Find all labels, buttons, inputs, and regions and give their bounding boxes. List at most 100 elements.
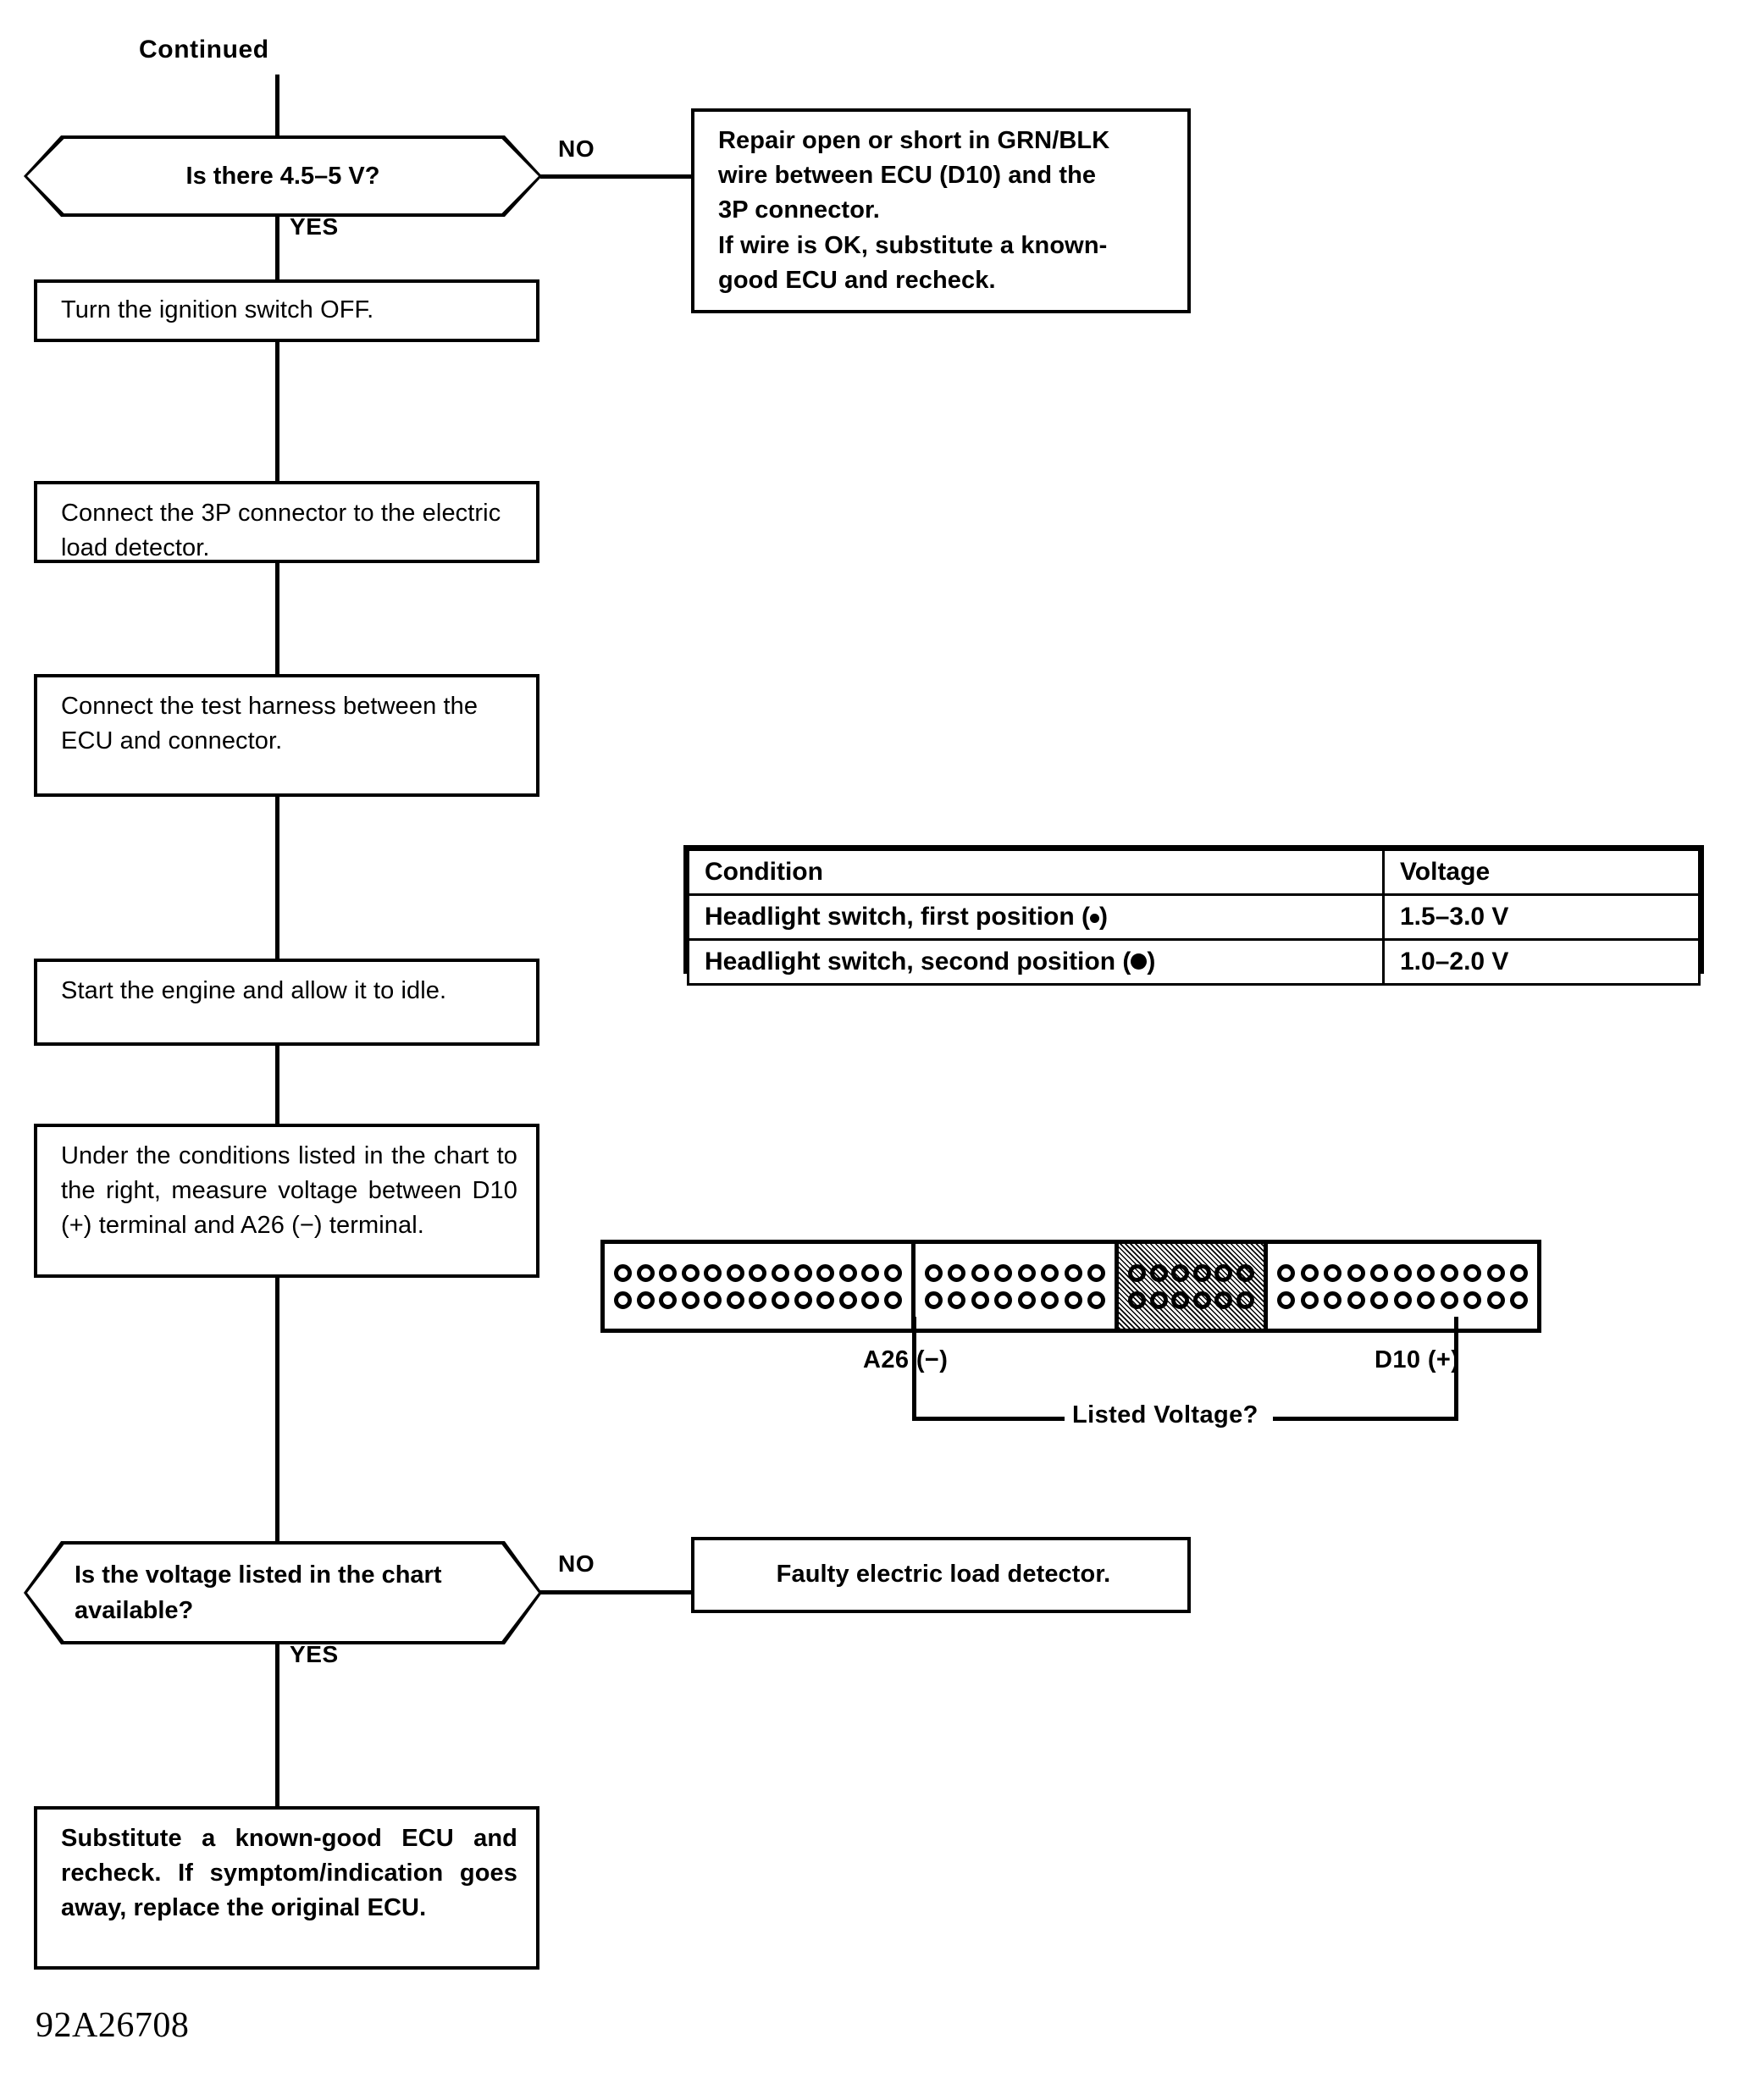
- connector-pin: [1064, 1263, 1082, 1282]
- connector-pin: [794, 1290, 812, 1309]
- connector-pin: [1486, 1263, 1505, 1282]
- connector-pin: [925, 1263, 943, 1282]
- d10-leader-line: [1454, 1317, 1458, 1383]
- connector-pin: [1192, 1290, 1211, 1309]
- decision-is-there-4-5-to-5v[interactable]: Is there 4.5–5 V?: [24, 135, 542, 217]
- connector-pin: [1440, 1290, 1458, 1309]
- connector-pin: [1370, 1290, 1388, 1309]
- connector-pin: [772, 1263, 790, 1282]
- step-connect-test-harness-box: Connect the test harness between the ECU…: [34, 674, 539, 797]
- voltage-condition-table: Condition Voltage Headlight switch, firs…: [683, 845, 1704, 986]
- connector-line-step3-to-step4: [275, 796, 279, 961]
- connector-pin: [838, 1290, 857, 1309]
- connector-pin: [1463, 1263, 1481, 1282]
- measure-bracket-right-horizontal: [1273, 1417, 1458, 1421]
- connector-pin: [994, 1263, 1013, 1282]
- decision2-yes-label: YES: [290, 1641, 339, 1667]
- table-header-voltage: Voltage: [1382, 848, 1701, 896]
- connector-pin: [681, 1290, 700, 1309]
- connector-pin: [704, 1290, 722, 1309]
- connector-pin: [1393, 1290, 1412, 1309]
- connector-pin: [971, 1290, 989, 1309]
- step-connect-test-harness-text: Connect the test harness between the ECU…: [61, 693, 479, 755]
- connector-pin: [749, 1263, 767, 1282]
- connector-pin: [1017, 1290, 1036, 1309]
- connector-pin: [1510, 1290, 1528, 1309]
- connector-pin: [1171, 1290, 1190, 1309]
- table-header-row: Condition Voltage: [687, 848, 1701, 896]
- step-turn-ignition-off-text: Turn the ignition switch OFF.: [61, 296, 374, 324]
- connector-pin-row: [1277, 1263, 1528, 1282]
- connector-line-decision1-to-step1: [275, 214, 279, 282]
- connector-pin: [883, 1263, 902, 1282]
- connector-pin: [861, 1263, 880, 1282]
- a26-leader-line: [912, 1317, 916, 1383]
- connector-pin: [1324, 1263, 1341, 1282]
- final-substitute-ecu-box: Substitute a known-good ECU and recheck.…: [34, 1806, 539, 1970]
- connector-pin: [1149, 1290, 1168, 1309]
- connector-pin: [636, 1290, 655, 1309]
- connector-pin: [948, 1263, 966, 1282]
- connector-pin: [925, 1290, 943, 1309]
- connector-line-continued-to-decision1: [275, 75, 279, 141]
- table-header-condition: Condition: [687, 848, 1385, 896]
- faulty-detector-action-box: Faulty electric load detector.: [691, 1537, 1191, 1613]
- connector-pin: [1440, 1263, 1458, 1282]
- connector-pin: [1277, 1290, 1295, 1309]
- table-row: Headlight switch, first position () 1.5–…: [687, 893, 1701, 941]
- connector-pin: [861, 1290, 880, 1309]
- connector-pin: [1417, 1290, 1435, 1309]
- step-turn-ignition-off-box: Turn the ignition switch OFF.: [34, 279, 539, 342]
- connector-pin-row: [614, 1290, 902, 1309]
- connector-pin: [1041, 1263, 1059, 1282]
- connector-pin: [994, 1290, 1013, 1309]
- decision-is-voltage-listed-available[interactable]: Is the voltage listed in the chart avail…: [24, 1541, 542, 1644]
- table-cell-voltage-second-position: 1.0–2.0 V: [1382, 938, 1701, 986]
- connector-pin: [1277, 1263, 1295, 1282]
- listed-voltage-label: Listed Voltage?: [1072, 1401, 1258, 1429]
- measure-bracket-left-horizontal: [912, 1417, 1065, 1421]
- decision2-label: Is the voltage listed in the chart avail…: [75, 1561, 442, 1624]
- connector-block-1: [600, 1240, 916, 1333]
- page-code: 92A26708: [36, 2006, 190, 2045]
- connector-pin: [614, 1263, 632, 1282]
- faulty-detector-action-text: Faulty electric load detector.: [776, 1561, 1111, 1589]
- connector-pin: [1486, 1290, 1505, 1309]
- connector-pin: [1017, 1263, 1036, 1282]
- connector-line-step2-to-step3: [275, 562, 279, 677]
- connector-pin: [659, 1263, 678, 1282]
- measure-bracket-left-vertical: [912, 1382, 916, 1421]
- connector-line-step1-to-step2: [275, 341, 279, 484]
- connector-pin: [1192, 1263, 1211, 1282]
- ecu-connector-pin-diagram: [600, 1240, 1541, 1333]
- continued-label: Continued: [139, 36, 269, 64]
- connector-pin: [636, 1263, 655, 1282]
- repair-wire-action-text: Repair open or short in GRN/BLK wire bet…: [718, 127, 1110, 294]
- connector-pin: [883, 1290, 902, 1309]
- connector-pin: [614, 1290, 632, 1309]
- connector-block-2: [916, 1240, 1119, 1333]
- decision1-fill: [27, 139, 539, 213]
- connector-pin: [1087, 1263, 1105, 1282]
- connector-block-4: [1268, 1240, 1541, 1333]
- connector-pin-row: [614, 1263, 902, 1282]
- connector-pin: [1087, 1290, 1105, 1309]
- step-connect-3p-connector-text: Connect the 3P connector to the electric…: [61, 500, 501, 562]
- connector-pin-row: [925, 1263, 1105, 1282]
- d10-terminal-label: D10 (+): [1375, 1346, 1460, 1373]
- connector-pin: [816, 1290, 835, 1309]
- connector-pin: [659, 1290, 678, 1309]
- decision1-no-label: NO: [558, 135, 595, 162]
- connector-pin: [726, 1263, 744, 1282]
- decision1-no-line: [540, 174, 693, 179]
- connector-pin: [1214, 1263, 1233, 1282]
- connector-pin-row: [1277, 1290, 1528, 1309]
- connector-line-step4-to-step5: [275, 1045, 279, 1142]
- connector-pin-row: [925, 1290, 1105, 1309]
- connector-pin: [1370, 1263, 1388, 1282]
- connector-pin: [1300, 1263, 1319, 1282]
- step-connect-3p-connector-box: Connect the 3P connector to the electric…: [34, 481, 539, 563]
- connector-pin: [816, 1263, 835, 1282]
- connector-pin: [1463, 1290, 1481, 1309]
- connector-pin: [1064, 1290, 1082, 1309]
